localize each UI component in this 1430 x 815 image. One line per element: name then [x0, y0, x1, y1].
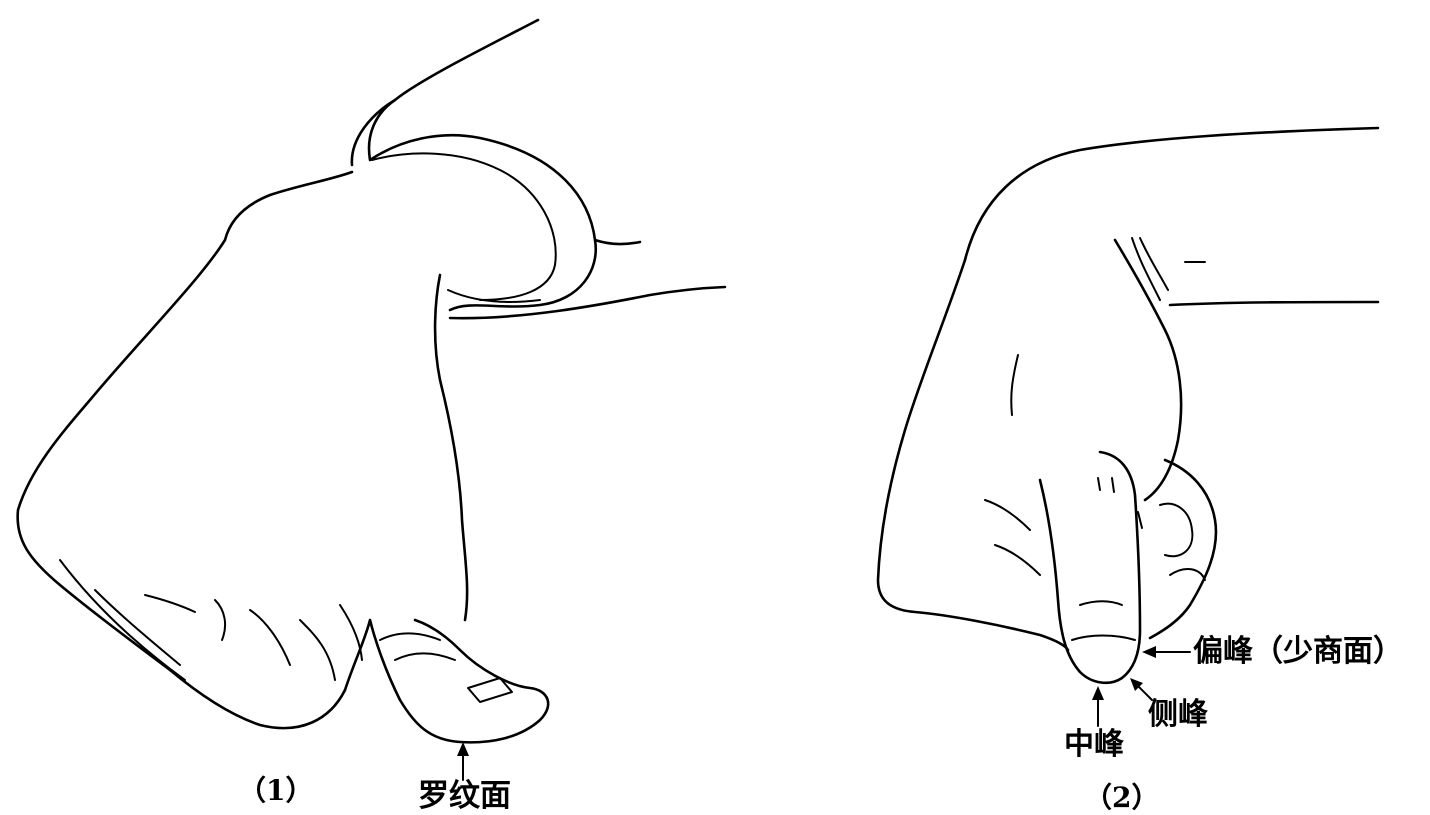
arrow-whorl-surface	[457, 742, 469, 780]
label-middle-tip: 中峰	[1064, 730, 1124, 760]
label-lateral-tip: 侧峰	[1148, 700, 1208, 730]
arrow-side-tip	[1142, 646, 1190, 658]
figure-1-caption: （1）	[238, 777, 313, 805]
hand-illustration-1	[18, 20, 725, 742]
figure-2-caption: （2）	[1084, 784, 1159, 812]
arrow-middle-tip	[1092, 686, 1104, 726]
label-side-tip: 偏峰（少商面）	[1193, 637, 1403, 667]
label-whorl-surface: 罗纹面	[418, 781, 511, 812]
hand-illustration-2	[878, 128, 1378, 683]
